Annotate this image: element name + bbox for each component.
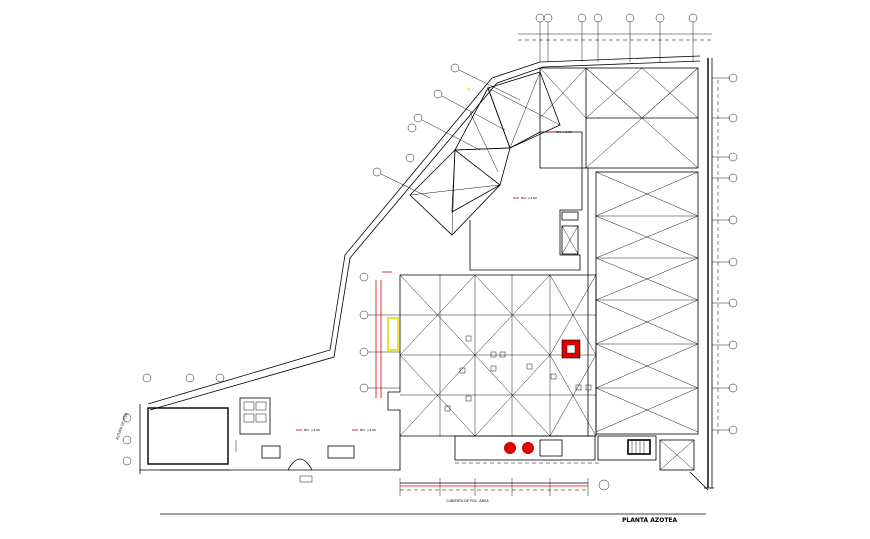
roof-panel-tilted [409, 71, 561, 236]
top-dimension-line [518, 13, 712, 62]
spot-label-4: NIV. +3.80 [360, 428, 376, 432]
roof-panel-ne [539, 67, 699, 169]
right-dimension-line [712, 73, 738, 435]
south-strip [454, 435, 695, 471]
east-wall [689, 58, 714, 491]
roof-panel-central [387, 274, 597, 437]
drawing-title: PLANTA AZOTEA [622, 517, 678, 524]
bottom-dimension-label: CUBIERTA DE POL. ÁREA [446, 498, 489, 503]
west-wing [122, 373, 401, 483]
northwest-facade [147, 55, 701, 411]
roof-panel-east [587, 168, 699, 436]
spot-label-2: NIV. +3.80 [521, 196, 537, 200]
central-roof [469, 131, 583, 271]
bottom-dimension-line [399, 478, 610, 496]
spot-label-3: NIV. +3.80 [304, 428, 320, 432]
diagonal-axes [359, 63, 521, 282]
spot-label-1: NIV. +3.80 [556, 130, 572, 134]
left-dimension [359, 271, 400, 398]
